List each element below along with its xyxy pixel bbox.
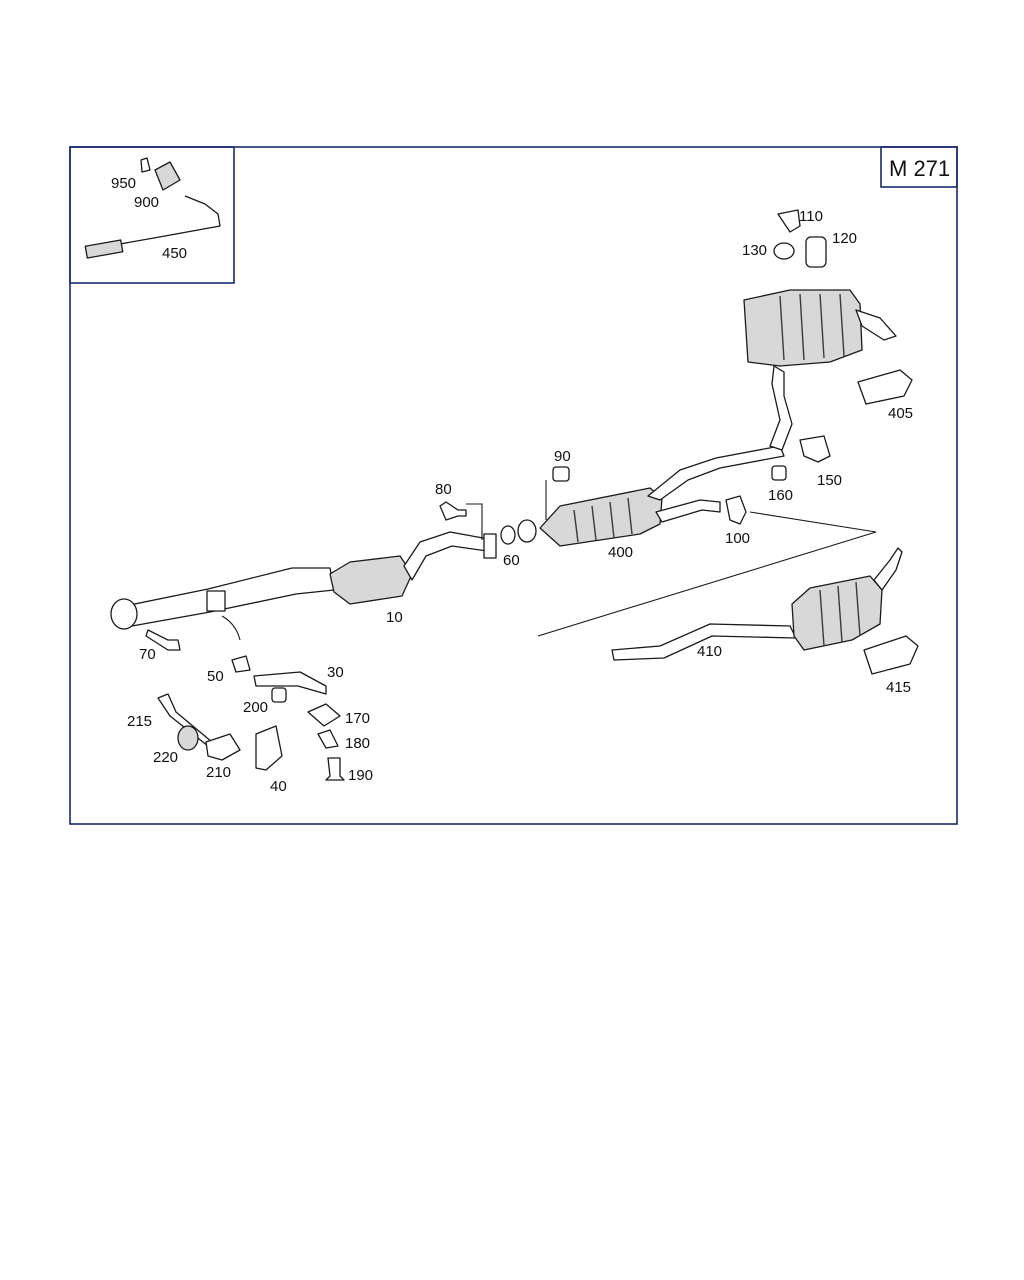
callout-50: 50 bbox=[207, 668, 224, 685]
silencer-rib bbox=[627, 497, 633, 535]
callout-215: 215 bbox=[127, 713, 152, 730]
oxygen-sensor-group bbox=[84, 157, 221, 259]
silencer-rib bbox=[799, 293, 805, 361]
callout-410: 410 bbox=[697, 643, 722, 660]
part-150-clamp bbox=[799, 435, 831, 463]
callout-220: 220 bbox=[153, 749, 178, 766]
callout-10: 10 bbox=[386, 609, 403, 626]
callout-450: 450 bbox=[162, 245, 187, 262]
silencer-rib bbox=[779, 295, 785, 361]
silencer-rib bbox=[839, 293, 845, 357]
part-950-cap bbox=[140, 157, 151, 173]
callout-405: 405 bbox=[888, 405, 913, 422]
callout-80: 80 bbox=[435, 481, 452, 498]
part-160-nut bbox=[771, 465, 787, 481]
part-120-rubber-mount bbox=[805, 236, 827, 268]
part-405-tail-trim bbox=[857, 369, 913, 405]
part-70-bolt bbox=[145, 629, 181, 651]
callout-950: 950 bbox=[111, 175, 136, 192]
callout-60: 60 bbox=[503, 552, 520, 569]
part-10-catalyst bbox=[329, 555, 413, 605]
part-400-lower-pipe bbox=[655, 499, 721, 523]
part-40-bracket bbox=[255, 725, 283, 771]
part-10-rear-pipe bbox=[403, 531, 495, 581]
silencer-rib bbox=[819, 589, 825, 647]
callout-210: 210 bbox=[206, 764, 231, 781]
part-200-nut bbox=[271, 687, 287, 703]
part-210-bracket bbox=[205, 733, 241, 761]
part-180-strap bbox=[317, 729, 339, 749]
engine-badge-box bbox=[880, 146, 958, 188]
part-90-nut bbox=[552, 466, 570, 482]
callout-30: 30 bbox=[327, 664, 344, 681]
part-10-front-pipe bbox=[124, 567, 335, 627]
part-upper-pipe bbox=[769, 365, 793, 451]
part-10-outlet-flange bbox=[483, 533, 497, 559]
lower-rear-group bbox=[537, 511, 919, 675]
center-silencer-group bbox=[500, 445, 785, 547]
part-130-washer bbox=[773, 242, 795, 260]
callout-labels: 950 900 450 110 120 130 405 90 80 160 15… bbox=[111, 175, 913, 795]
callout-180: 180 bbox=[345, 735, 370, 752]
part-60-ring bbox=[517, 519, 537, 543]
callout-110: 110 bbox=[799, 208, 823, 225]
callout-170: 170 bbox=[345, 710, 370, 727]
part-upper-tailpipe bbox=[855, 309, 897, 341]
silencer-rib bbox=[837, 585, 843, 643]
inset-box bbox=[69, 146, 235, 284]
engine-badge: M 271 bbox=[889, 156, 950, 181]
part-50-clip bbox=[231, 655, 251, 673]
callout-400: 400 bbox=[608, 544, 633, 561]
part-400-twin-pipes bbox=[647, 445, 785, 501]
silencer-rib bbox=[855, 581, 861, 637]
part-450-sensor-body bbox=[84, 239, 124, 259]
callout-190: 190 bbox=[348, 767, 373, 784]
silencer-rib bbox=[573, 509, 579, 543]
callout-200: 200 bbox=[243, 699, 268, 716]
part-220-rubber-mount bbox=[177, 725, 199, 751]
fastener-group bbox=[145, 480, 547, 781]
silencer-rib bbox=[819, 293, 825, 359]
upper-rear-group bbox=[725, 209, 913, 525]
explode-line bbox=[537, 511, 877, 637]
part-50-bracket-mount bbox=[206, 590, 226, 612]
part-10-flange bbox=[110, 598, 138, 630]
callout-130: 130 bbox=[742, 242, 767, 259]
part-415-tail-trim bbox=[863, 635, 919, 675]
callout-40: 40 bbox=[270, 778, 287, 795]
part-upper-rear-silencer bbox=[743, 289, 863, 367]
callout-120: 120 bbox=[832, 230, 857, 247]
part-100-clamp bbox=[725, 495, 747, 525]
silencer-rib bbox=[609, 501, 615, 539]
part-60-gasket bbox=[500, 525, 516, 545]
diagram-frame bbox=[69, 146, 958, 825]
part-900-grommet bbox=[154, 161, 181, 191]
front-pipe-group bbox=[110, 531, 497, 630]
part-400-center-silencer bbox=[539, 487, 663, 547]
part-450-sensor-cable bbox=[119, 195, 221, 245]
part-80-bolt bbox=[439, 501, 467, 521]
part-410-rear-silencer bbox=[791, 575, 883, 651]
silencer-rib bbox=[591, 505, 597, 541]
callout-100: 100 bbox=[725, 530, 750, 547]
callout-70: 70 bbox=[139, 646, 156, 663]
part-30-bracket bbox=[253, 671, 327, 695]
part-410-tailpipe bbox=[873, 547, 903, 591]
callout-415: 415 bbox=[886, 679, 911, 696]
part-170-hanger bbox=[307, 703, 341, 727]
callout-90: 90 bbox=[554, 448, 571, 465]
callout-160: 160 bbox=[768, 487, 793, 504]
callout-150: 150 bbox=[817, 472, 842, 489]
part-110-hanger-pin bbox=[777, 209, 801, 233]
arrow-50 bbox=[221, 615, 241, 641]
part-190-bolt bbox=[325, 757, 345, 781]
leader-80 bbox=[466, 503, 483, 540]
callout-900: 900 bbox=[134, 194, 159, 211]
